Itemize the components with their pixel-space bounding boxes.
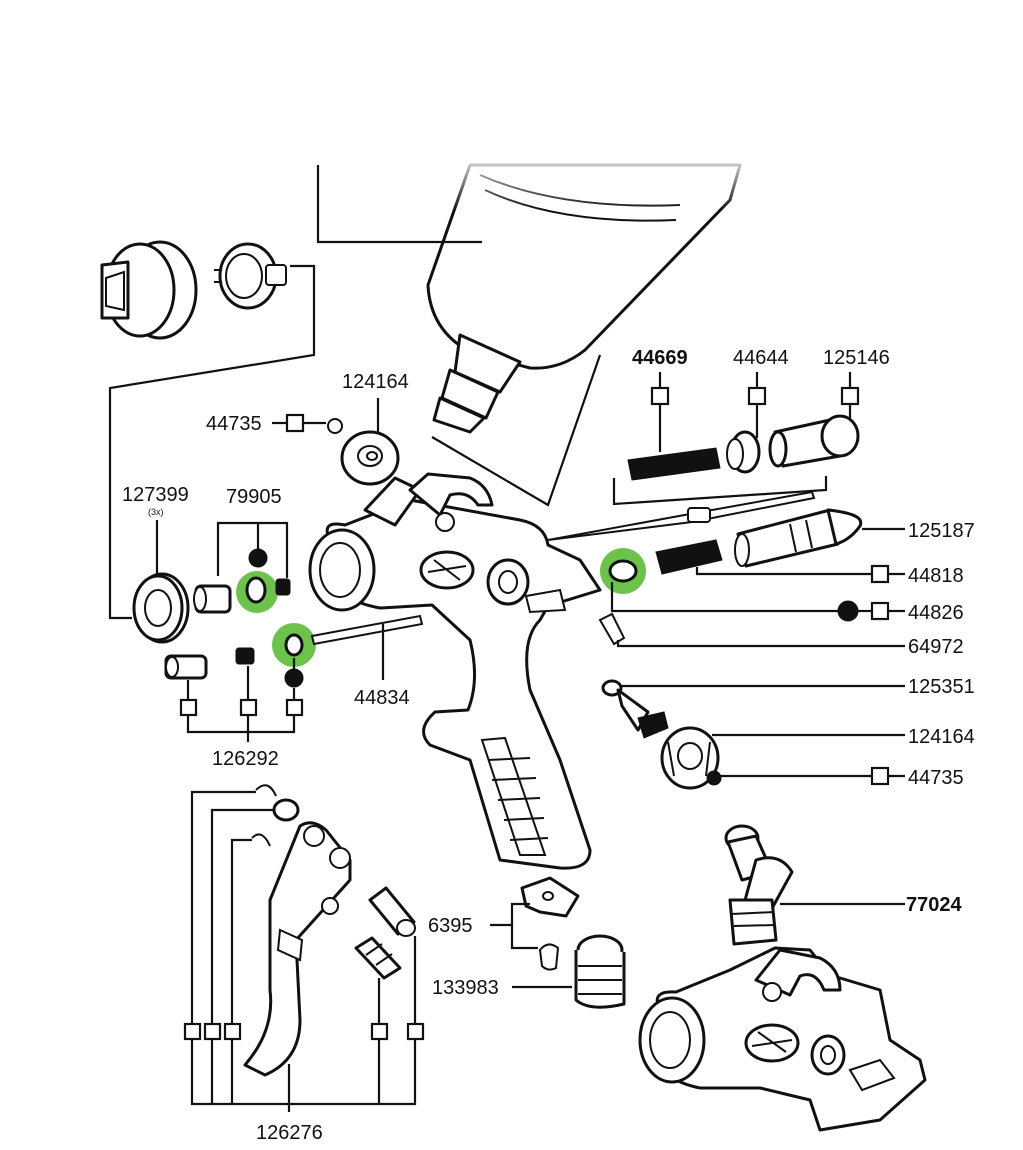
cup-leader-line bbox=[316, 165, 482, 244]
needle bbox=[547, 490, 816, 541]
label-124164-bottom: 124164 bbox=[908, 726, 975, 748]
air-cap-small bbox=[214, 242, 287, 310]
clips-and-washers bbox=[251, 784, 300, 847]
label-77024: 77024 bbox=[906, 894, 962, 916]
gun-body-lower bbox=[638, 946, 927, 1132]
label-124164-top: 124164 bbox=[342, 371, 409, 393]
label-44826: 44826 bbox=[908, 602, 964, 624]
label-44669: 44669 bbox=[632, 347, 688, 369]
label-44735-bottom: 44735 bbox=[908, 767, 964, 789]
label-44834: 44834 bbox=[354, 687, 410, 709]
trigger-126276 bbox=[243, 821, 352, 1077]
dot-79905 bbox=[248, 548, 268, 568]
part-6395 bbox=[520, 876, 580, 971]
valve-125351 bbox=[601, 679, 669, 739]
label-64972: 64972 bbox=[908, 636, 964, 658]
knob-124164-bottom bbox=[660, 726, 720, 790]
pin-64972 bbox=[598, 612, 626, 646]
label-44644: 44644 bbox=[733, 347, 789, 369]
screw-44735-top bbox=[327, 418, 343, 434]
nozzle-79905 bbox=[193, 571, 291, 614]
rod-44834 bbox=[310, 614, 424, 646]
ring-127399 bbox=[132, 572, 190, 644]
label-44735-top: 44735 bbox=[206, 413, 262, 435]
nut-44644 bbox=[726, 430, 761, 474]
parts-126292 bbox=[164, 647, 255, 680]
label-133983: 133983 bbox=[432, 977, 499, 999]
swivel-77024 bbox=[724, 824, 794, 946]
label-44818: 44818 bbox=[908, 565, 964, 587]
paint-cup bbox=[420, 150, 760, 434]
pin-long bbox=[368, 886, 416, 937]
knob-125146 bbox=[768, 414, 860, 468]
screw-44735-bottom bbox=[706, 770, 722, 786]
marker-box bbox=[285, 413, 305, 433]
spring-44818 bbox=[655, 539, 723, 575]
label-126292: 126292 bbox=[212, 748, 279, 770]
label-125146: 125146 bbox=[823, 347, 890, 369]
label-79905: 79905 bbox=[226, 486, 282, 508]
label-127399: 127399 bbox=[122, 484, 189, 506]
label-6395: 6395 bbox=[428, 915, 473, 937]
knob-125187 bbox=[734, 508, 863, 568]
spring-44669 bbox=[627, 447, 721, 481]
gun-body bbox=[308, 472, 602, 870]
air-cap-bracket bbox=[108, 264, 316, 620]
label-125187: 125187 bbox=[908, 520, 975, 542]
label-126276: 126276 bbox=[256, 1122, 323, 1144]
label-127399-qty: (3x) bbox=[148, 507, 164, 517]
knob-124164-top bbox=[340, 430, 400, 486]
cup-outline-line bbox=[431, 354, 602, 507]
pin-short bbox=[354, 936, 402, 980]
air-cap-large bbox=[100, 240, 198, 340]
label-125351: 125351 bbox=[908, 676, 975, 698]
fitting-133983 bbox=[574, 934, 626, 1009]
